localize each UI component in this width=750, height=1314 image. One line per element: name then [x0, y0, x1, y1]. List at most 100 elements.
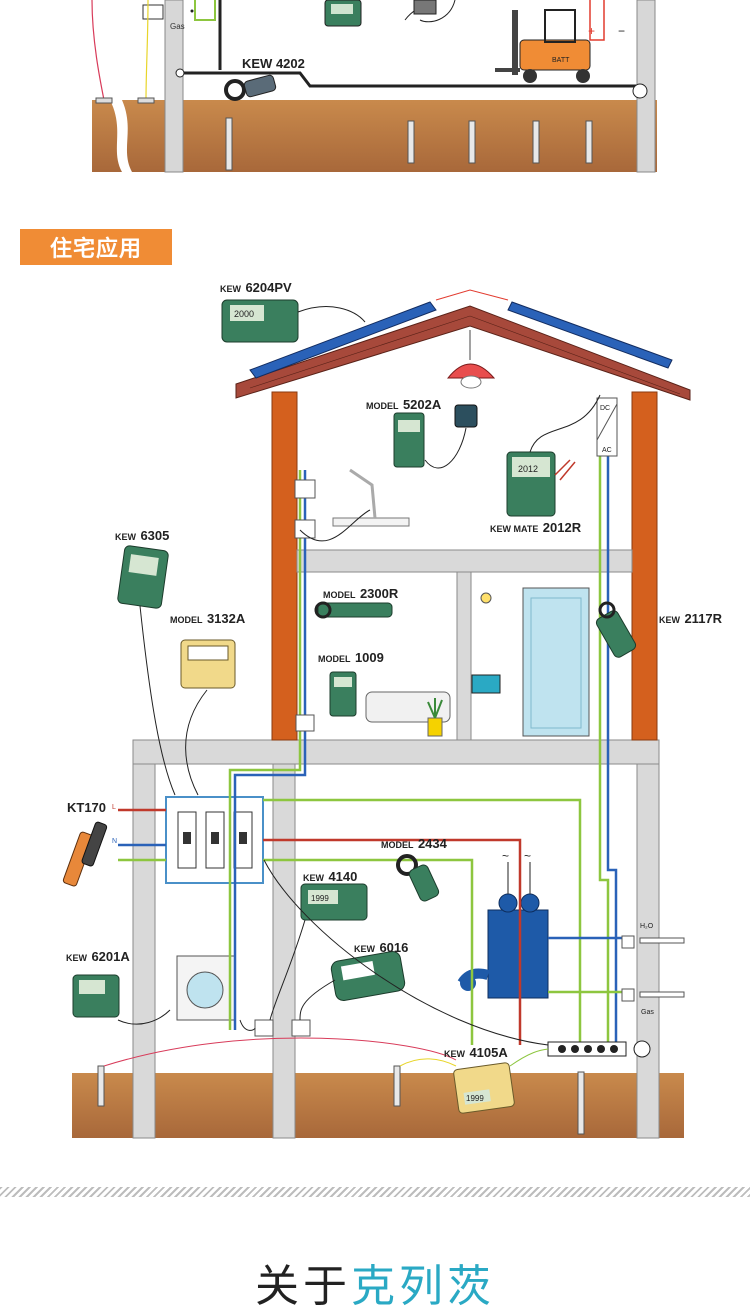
outlets	[254, 479, 635, 1037]
svg-text:1999: 1999	[466, 1094, 484, 1103]
svg-text:2012: 2012	[518, 464, 538, 474]
kew4140-device: 1999	[300, 883, 368, 921]
label-model3132a: MODEL 3132A	[170, 610, 246, 627]
top-bus-terminal	[175, 68, 185, 78]
top-earth-bus	[183, 71, 640, 88]
instruments: 2000 2012	[62, 299, 637, 1114]
svg-text:~: ~	[524, 849, 531, 863]
kew4202-label: KEW 4202	[242, 56, 305, 71]
label-kew4105a: KEW 4105A	[444, 1044, 508, 1061]
about-heading: 关于克列茨	[0, 1250, 750, 1314]
svg-text:2000: 2000	[234, 309, 254, 319]
about-brand: 克列茨	[351, 1262, 495, 1311]
house-ground-rod	[577, 1071, 585, 1135]
kt170-device	[62, 821, 108, 887]
gas-label: Gas	[641, 1009, 654, 1016]
aux-rod-middle	[393, 1065, 401, 1107]
label-kew4140: KEW 4140	[303, 868, 357, 885]
bath-light	[480, 592, 492, 604]
svg-text:~: ~	[502, 849, 509, 863]
water-pipe	[639, 937, 685, 944]
label-model5202a: MODEL 5202A	[366, 396, 442, 413]
upper-floor	[296, 549, 633, 573]
model5202a-device	[393, 404, 478, 469]
instrument-leads	[117, 306, 549, 1046]
label-model1009: MODEL 1009	[318, 649, 384, 666]
about-prefix: 关于	[255, 1262, 351, 1311]
label-model2434: MODEL 2434	[381, 835, 448, 852]
label-kew6204pv: KEW 6204PV	[220, 279, 292, 296]
ac-label: AC	[602, 447, 612, 454]
kewmate2012r-device: 2012	[506, 394, 601, 517]
svg-text:1999: 1999	[311, 894, 329, 903]
desk-lamp	[349, 468, 377, 519]
red-test-lead	[103, 1037, 457, 1067]
section-title: 住宅应用	[20, 229, 172, 265]
desk	[332, 517, 410, 527]
section-divider	[0, 1187, 750, 1197]
top-yellow-arc	[145, 0, 149, 101]
model1009-device	[329, 671, 357, 717]
breakers	[177, 811, 253, 869]
shower-door	[522, 587, 590, 737]
lower-wall-left	[132, 739, 156, 1139]
kew6201a-device	[72, 974, 120, 1018]
label-kew6305: KEW 6305	[115, 527, 169, 544]
room-divider	[456, 571, 472, 741]
house-ground	[72, 1073, 684, 1138]
top-gas-label: Gas	[170, 22, 185, 31]
top-wall-left	[164, 0, 184, 173]
kew4202-clamp-meter	[224, 74, 277, 101]
kew6016-device	[330, 950, 406, 1002]
gas-pipe	[639, 991, 685, 998]
h2o-label: H₂O	[640, 923, 654, 930]
floor-slab	[132, 739, 660, 765]
upper-post-left	[271, 391, 298, 741]
wash-basin	[471, 674, 501, 694]
top-drill	[413, 0, 437, 15]
house-wiring	[118, 440, 630, 1045]
label-kew6201a: KEW 6201A	[66, 948, 130, 965]
upper-post-right	[631, 391, 658, 741]
plus-sign: +	[588, 24, 595, 38]
inner-column	[272, 763, 296, 1139]
label-model2300r: MODEL 2300R	[323, 585, 399, 602]
label-kew6016: KEW 6016	[354, 939, 408, 956]
batt-label: BATT	[552, 57, 570, 64]
roof	[235, 305, 691, 401]
phase-n-label: N	[112, 838, 117, 845]
model2300r-device	[314, 601, 393, 619]
kew4105a-device: 1999	[453, 1062, 515, 1114]
top-gas-pipe	[142, 4, 164, 20]
pv-wire	[435, 289, 509, 301]
sofa	[365, 691, 451, 723]
kew6305-device	[117, 545, 169, 609]
plant-pot	[427, 717, 443, 737]
boiler	[487, 909, 549, 999]
label-kt170: KT170	[67, 800, 106, 815]
top-ground	[92, 100, 657, 172]
minus-sign: −	[618, 24, 625, 38]
top-bus-terminal-right	[632, 83, 648, 99]
dc-label: DC	[600, 405, 610, 412]
label-kew2117r: KEW 2117R	[659, 610, 723, 627]
forklift: BATT	[495, 9, 591, 83]
top-ground-rods	[225, 117, 593, 171]
green-test-lead	[509, 1048, 549, 1067]
top-green-wire	[194, 0, 216, 21]
roof-tiles	[249, 315, 681, 395]
top-ground-crack	[110, 100, 132, 172]
top-scene: Gas KEW 4202	[91, 0, 657, 173]
house: ~~	[72, 289, 691, 1139]
solar-panel-right	[507, 301, 673, 369]
aux-rod-left	[97, 1065, 105, 1107]
yellow-test-lead	[399, 1058, 457, 1067]
phase-l-label: L	[112, 804, 116, 811]
ceiling-lamp	[446, 363, 496, 379]
kew6204pv-device: 2000	[221, 299, 299, 343]
solar-panel-left	[249, 301, 437, 379]
label-kewmate2012r: KEW MATE 2012R	[490, 519, 582, 536]
top-red-arc	[91, 0, 105, 101]
